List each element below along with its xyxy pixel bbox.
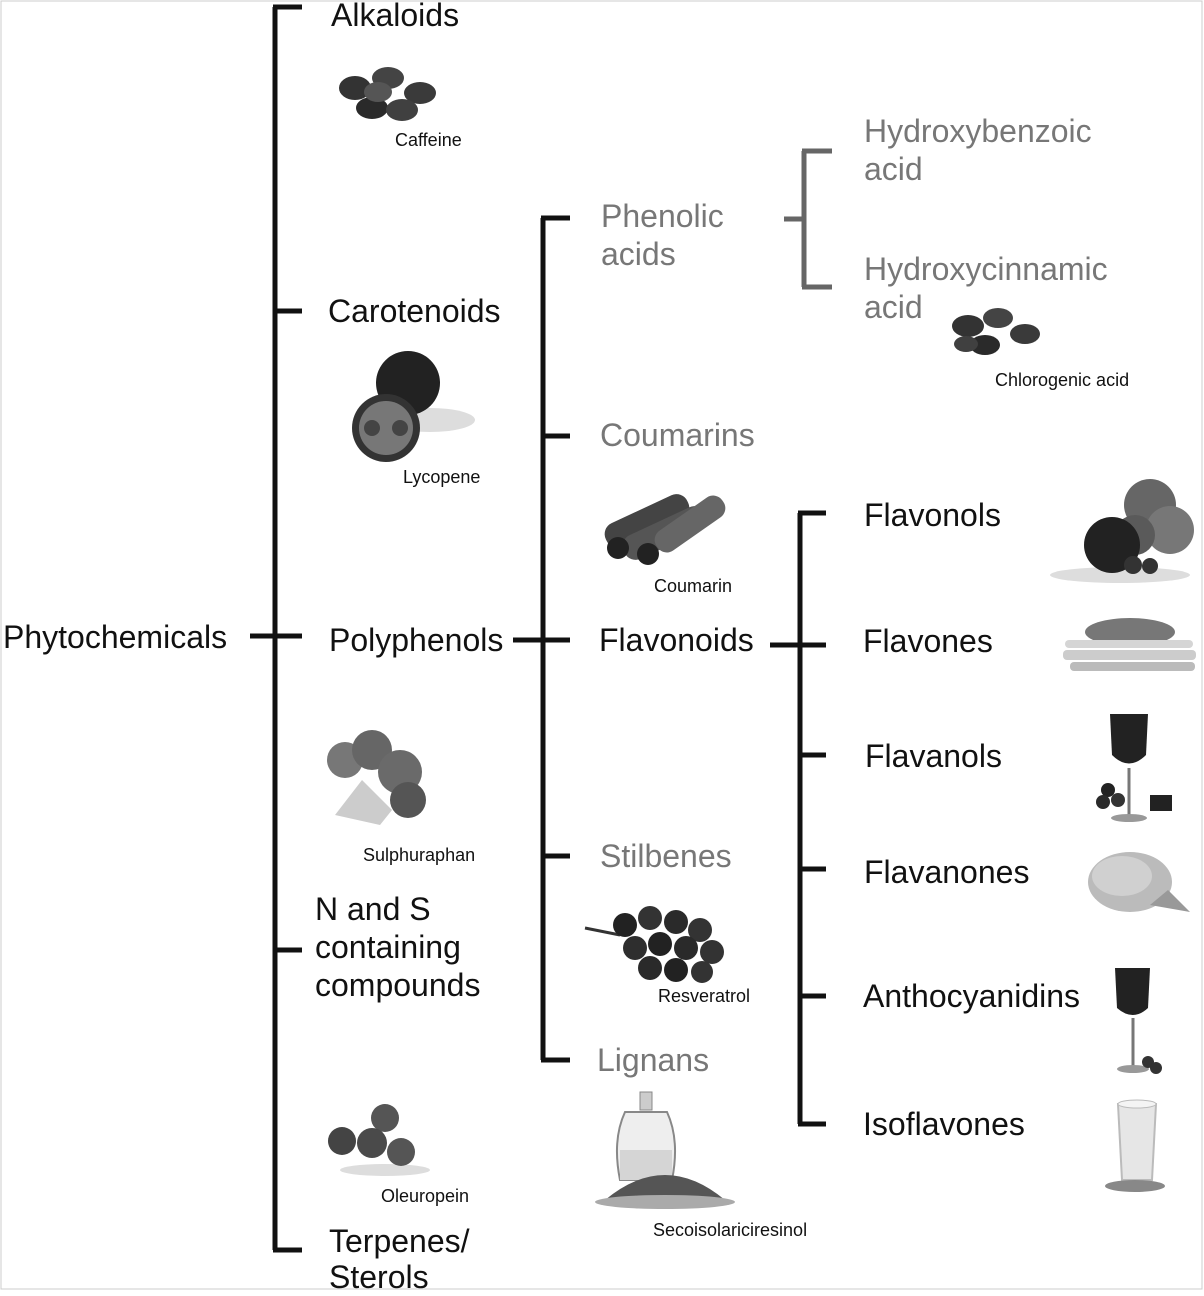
ns-compounds-label-line2: containing bbox=[315, 928, 461, 966]
stilbenes-label: Stilbenes bbox=[600, 837, 732, 875]
flavones-label: Flavones bbox=[863, 622, 993, 660]
polyphenols-label: Polyphenols bbox=[329, 621, 503, 659]
anthocyanidins-label: Anthocyanidins bbox=[863, 977, 1080, 1015]
milk-soybeans-icon bbox=[1105, 1100, 1165, 1192]
phenolic-acids-label-line1: Phenolic bbox=[601, 197, 724, 235]
flavonoids-label: Flavonoids bbox=[599, 621, 754, 659]
broccoli-icon bbox=[327, 730, 426, 825]
coumarin-caption: Coumarin bbox=[654, 576, 732, 597]
coffee-beans-icon-2 bbox=[952, 308, 1040, 355]
root-label: Phytochemicals bbox=[3, 618, 227, 656]
olives-icon bbox=[328, 1104, 430, 1176]
resveratrol-caption: Resveratrol bbox=[658, 986, 750, 1007]
hydroxycinnamic-label-line2: acid bbox=[864, 288, 923, 326]
chlorogenic-acid-caption: Chlorogenic acid bbox=[995, 370, 1129, 391]
isoflavones-label: Isoflavones bbox=[863, 1105, 1025, 1143]
caffeine-caption: Caffeine bbox=[395, 130, 462, 151]
ns-compounds-label-line3: compounds bbox=[315, 966, 480, 1004]
hydroxybenzoic-label-line1: Hydroxybenzoic bbox=[864, 112, 1092, 150]
carotenoids-label: Carotenoids bbox=[328, 292, 501, 330]
grapes-icon bbox=[585, 906, 724, 983]
ns-compounds-label-line1: N and S bbox=[315, 890, 431, 928]
broccoli-apple-icon bbox=[1050, 479, 1194, 583]
wine-grapes-icon bbox=[1096, 714, 1172, 822]
oil-bottle-seeds-icon bbox=[595, 1092, 735, 1209]
tomato-icon bbox=[352, 351, 475, 462]
terpenes-label-line2: Sterols bbox=[329, 1258, 429, 1296]
flavanones-label: Flavanones bbox=[864, 853, 1029, 891]
phenolic-acids-label-line2: acids bbox=[601, 235, 676, 273]
flavanols-label: Flavanols bbox=[865, 737, 1002, 775]
coumarins-label: Coumarins bbox=[600, 416, 755, 454]
hydroxycinnamic-label-line1: Hydroxycinnamic bbox=[864, 250, 1108, 288]
oleuropein-caption: Oleuropein bbox=[381, 1186, 469, 1207]
sulphuraphan-caption: Sulphuraphan bbox=[363, 845, 475, 866]
terpenes-label-line1: Terpenes/ bbox=[329, 1222, 470, 1260]
cinnamon-icon bbox=[601, 490, 730, 565]
hydroxybenzoic-label-line2: acid bbox=[864, 150, 923, 188]
celery-icon bbox=[1063, 618, 1196, 671]
secoisolariciresinol-caption: Secoisolariciresinol bbox=[653, 1220, 807, 1241]
flavonols-label: Flavonols bbox=[864, 496, 1001, 534]
lignans-label: Lignans bbox=[597, 1041, 709, 1079]
lycopene-caption: Lycopene bbox=[403, 467, 480, 488]
wine-glass-icon bbox=[1115, 968, 1162, 1074]
coffee-beans-icon bbox=[339, 67, 436, 121]
grapefruit-icon bbox=[1088, 852, 1190, 912]
alkaloids-label: Alkaloids bbox=[331, 0, 459, 34]
